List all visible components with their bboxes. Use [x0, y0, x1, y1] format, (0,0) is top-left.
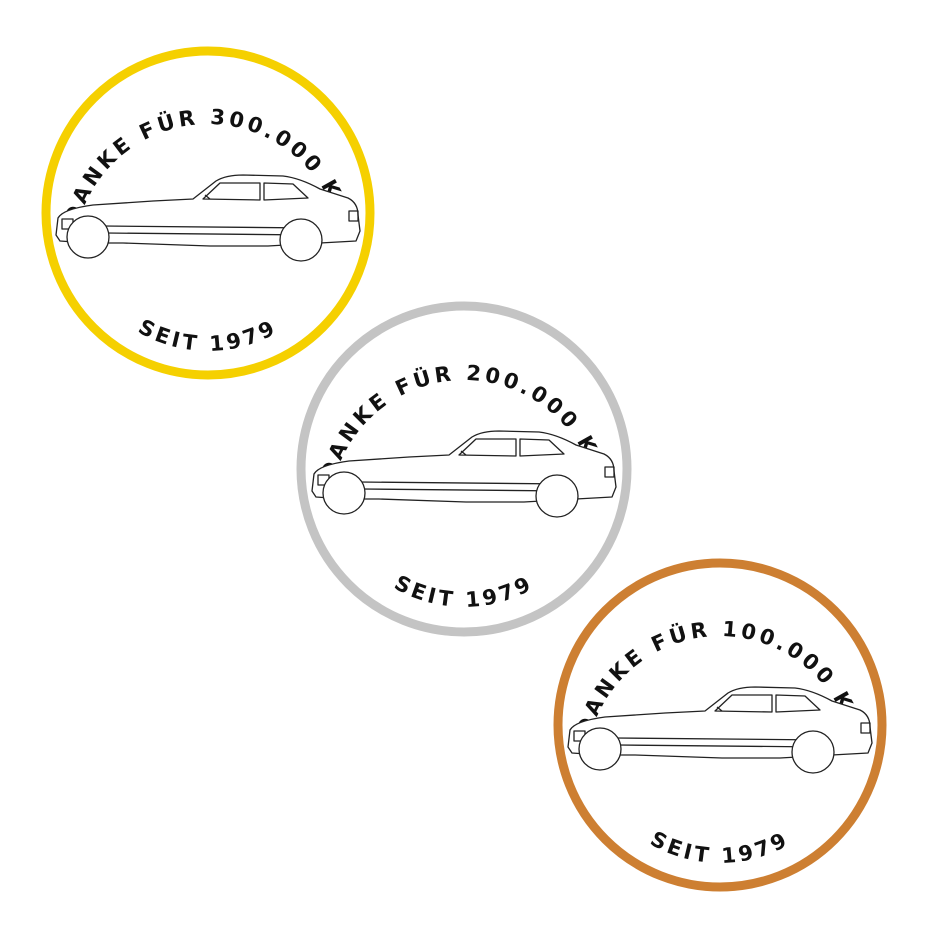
badge-300000-km: DANKE FÜR 300.000 KM SEIT 1979	[41, 46, 375, 380]
badge-200000-km: DANKE FÜR 200.000 KM SEIT 1979	[296, 301, 632, 637]
badge-100000-km: DANKE FÜR 100.000 KM SEIT 1979	[553, 558, 887, 892]
